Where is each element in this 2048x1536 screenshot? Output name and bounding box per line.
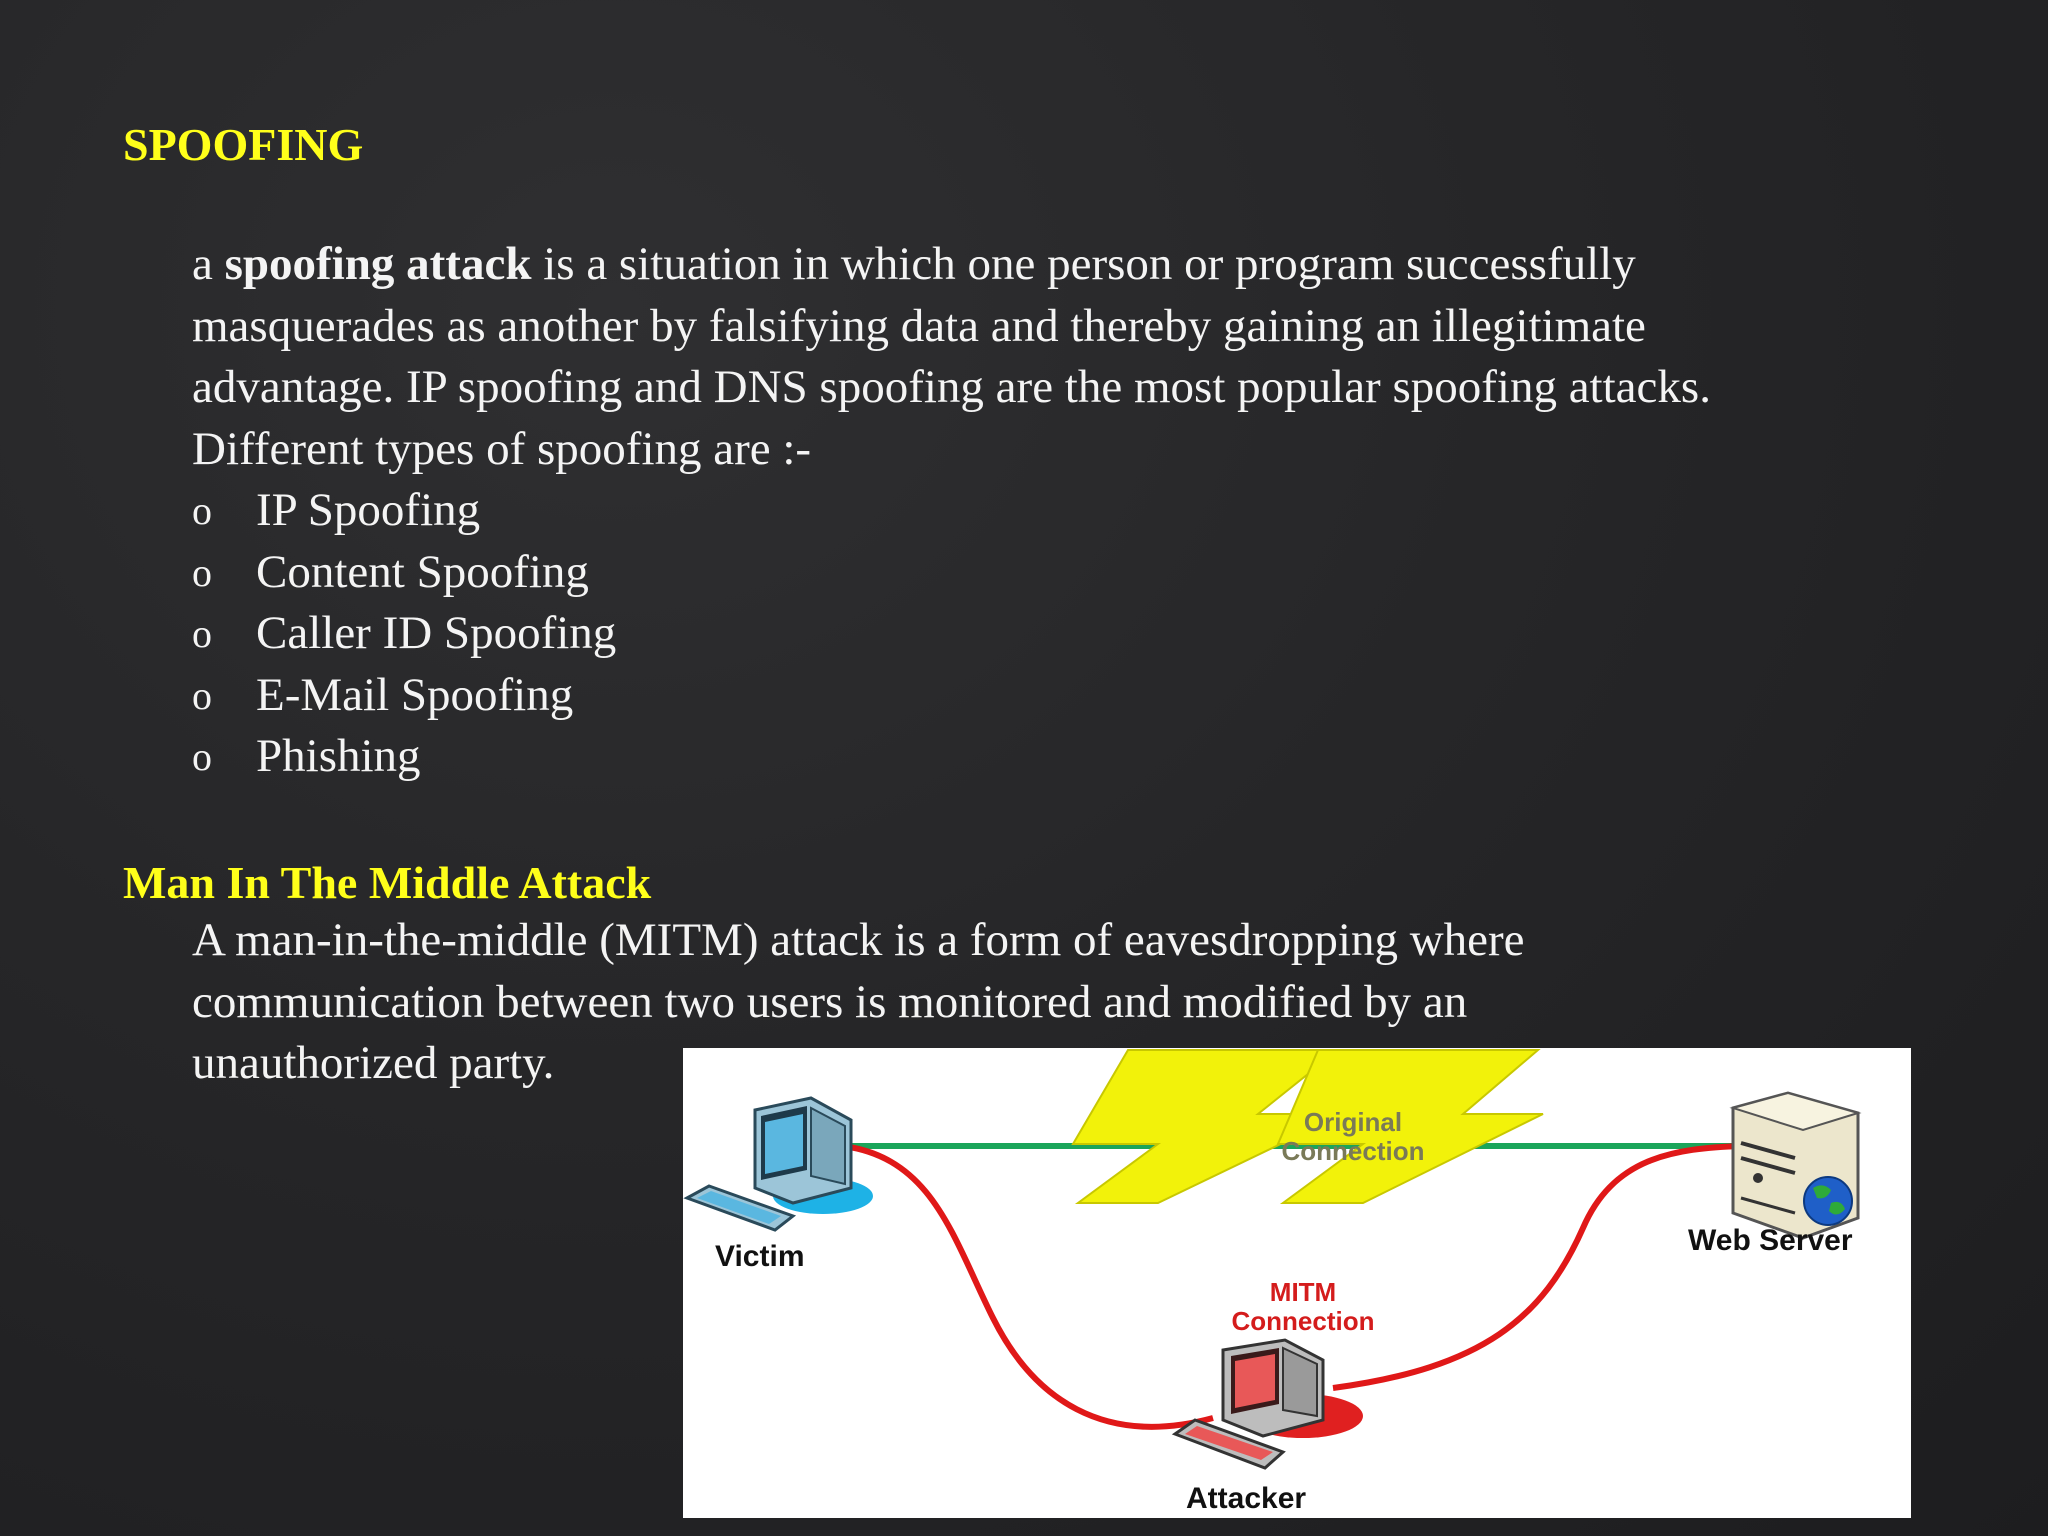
list-item-label: E-Mail Spoofing xyxy=(256,668,574,721)
bullet-icon: o xyxy=(192,611,212,656)
mitm-definition: A man-in-the-middle (MITM) attack is a f… xyxy=(192,910,1752,1095)
mitm-line-1: A man-in-the-middle (MITM) attack is a f… xyxy=(192,914,1525,966)
victim-computer-icon xyxy=(683,1096,873,1232)
mitm-label-line-1: MITM xyxy=(1269,1277,1337,1307)
spoofing-line-1: a spoofing attack is a situation in whic… xyxy=(192,234,1952,296)
list-item-label: Phishing xyxy=(256,730,421,782)
mitm-connection-label: MITM Connection xyxy=(1153,1278,1453,1336)
spoofing-definition: a spoofing attack is a situation in whic… xyxy=(192,234,1952,480)
mitm-link-server xyxy=(1332,1143,1744,1391)
spoofing-line-2: masquerades as another by falsifying dat… xyxy=(192,299,1646,352)
globe-icon xyxy=(1803,1176,1853,1226)
list-item-label: Content Spoofing xyxy=(256,545,589,598)
bullet-icon: o xyxy=(192,672,212,718)
web-server-label: Web Server xyxy=(1688,1224,1853,1257)
mitm-line-2: communication between two users is monit… xyxy=(192,975,1468,1028)
list-item: o IP Spoofing xyxy=(192,480,616,542)
original-connection-label: Original Connection xyxy=(1203,1108,1503,1166)
bullet-icon: o xyxy=(192,734,212,779)
spoofing-line-4: Different types of spoofing are :- xyxy=(192,422,812,475)
list-item: o Content Spoofing xyxy=(192,542,616,604)
spoofing-line-3: advantage. IP spoofing and DNS spoofing … xyxy=(192,361,1711,413)
list-item-label: Caller ID Spoofing xyxy=(256,607,617,659)
original-label-line-2: Connection xyxy=(1281,1136,1425,1166)
list-item: o Phishing xyxy=(192,726,616,788)
mitm-diagram-graphic xyxy=(683,1049,1862,1470)
victim-label: Victim xyxy=(715,1240,805,1273)
spoofing-heading: SPOOFING xyxy=(123,119,364,170)
bullet-icon: o xyxy=(192,488,212,533)
mitm-diagram: Victim Web Server Attacker Original Conn… xyxy=(683,1048,1911,1518)
original-label-line-1: Original xyxy=(1303,1107,1403,1137)
mitm-heading: Man In The Middle Attack xyxy=(123,857,652,908)
bullet-icon: o xyxy=(192,549,212,595)
intro-rest: is a situation in which one person or pr… xyxy=(531,238,1636,290)
intro-prefix: a xyxy=(192,238,225,290)
list-item: o E-Mail Spoofing xyxy=(192,665,616,727)
mitm-line-3: unauthorized party. xyxy=(192,1037,555,1089)
attacker-computer-icon xyxy=(1171,1338,1363,1470)
attacker-label: Attacker xyxy=(1186,1482,1307,1515)
mitm-label-line-2: Connection xyxy=(1231,1306,1375,1336)
mitm-link-victim xyxy=(842,1143,1214,1430)
list-item: o Caller ID Spoofing xyxy=(192,603,616,665)
lightning-bolt-icon xyxy=(1071,1049,1544,1204)
spoofing-attack-term: spoofing attack xyxy=(224,238,532,290)
list-item-label: IP Spoofing xyxy=(256,484,481,536)
